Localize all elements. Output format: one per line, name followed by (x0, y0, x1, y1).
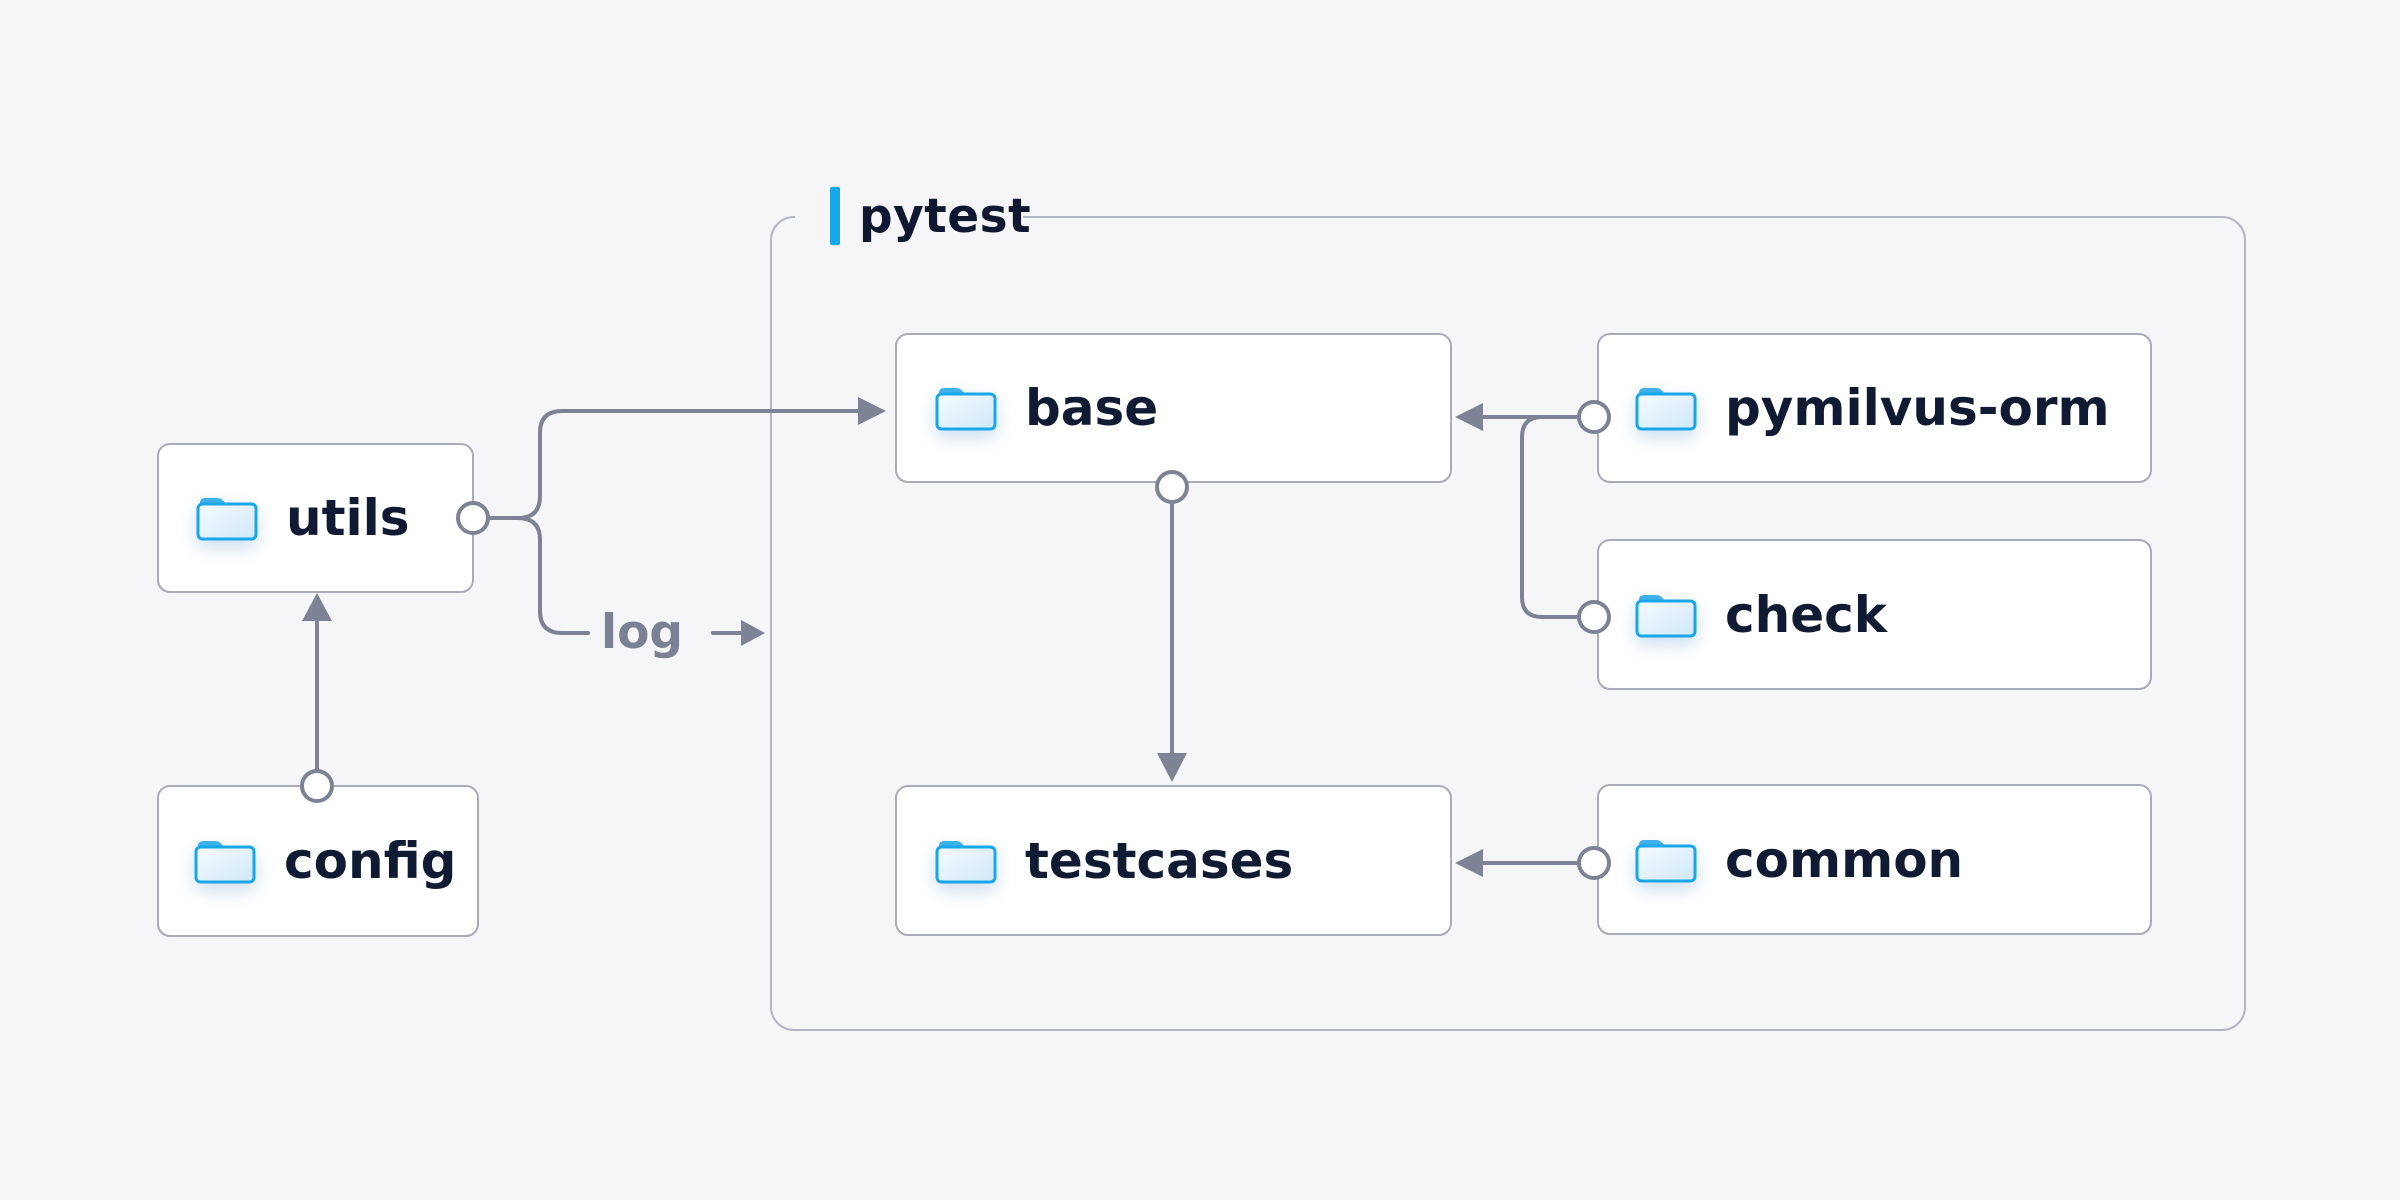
arrowhead-up-utils (302, 593, 332, 621)
node-label: testcases (1025, 831, 1294, 890)
node-label: pymilvus-orm (1725, 379, 2110, 437)
log-edge-label: log (601, 605, 684, 660)
node-label: check (1725, 585, 1888, 644)
node-label: common (1725, 830, 1964, 889)
accent-bar (830, 187, 840, 245)
pytest-group-title: pytest (859, 188, 1032, 244)
node-pymilvus-orm[interactable]: pymilvus-orm (1597, 333, 2152, 483)
node-utils[interactable]: utils (157, 443, 474, 593)
node-base[interactable]: base (895, 333, 1452, 483)
pytest-group-label: pytest (795, 185, 1031, 247)
node-config[interactable]: config (157, 785, 479, 937)
pytest-group-container (770, 216, 2246, 1031)
folder-icon (935, 385, 997, 431)
folder-icon (194, 838, 256, 884)
log-arrowhead (741, 620, 765, 646)
folder-icon (1635, 837, 1697, 883)
node-testcases[interactable]: testcases (895, 785, 1452, 936)
folder-icon (196, 495, 258, 541)
node-label: config (284, 832, 457, 890)
folder-icon (1635, 385, 1697, 431)
node-label: utils (286, 489, 410, 547)
folder-icon (1635, 592, 1697, 638)
node-common[interactable]: common (1597, 784, 2152, 935)
node-check[interactable]: check (1597, 539, 2152, 690)
node-label: base (1025, 379, 1159, 437)
folder-icon (935, 838, 997, 884)
edge-utils-log (516, 516, 590, 635)
